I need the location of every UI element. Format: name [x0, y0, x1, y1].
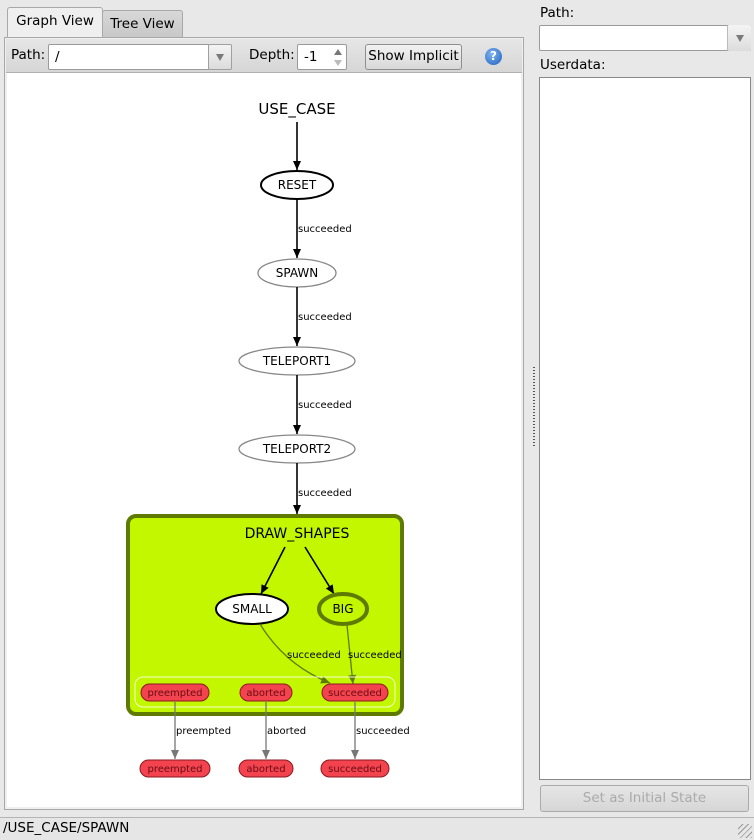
outcome-label: preempted [147, 764, 202, 775]
transition-label: succeeded [298, 488, 352, 499]
graph-toolbar: Path: / Depth: -1 Show Implicit ? [6, 39, 522, 73]
status-text: /USE_CASE/SPAWN [3, 820, 130, 836]
state-node-small [215, 593, 289, 625]
outcome-aborted [238, 759, 294, 778]
userdata-text-area[interactable] [539, 77, 751, 780]
inner-outcome-label: preempted [147, 688, 202, 699]
show-implicit-button[interactable]: Show Implicit [365, 44, 462, 70]
path-input-value: / [55, 49, 60, 65]
state-label-small: SMALL [232, 602, 272, 616]
set-initial-state-button[interactable]: Set as Initial State [540, 785, 749, 812]
transition-label: succeeded [348, 650, 402, 661]
splitter-handle[interactable] [531, 367, 537, 447]
transition-label: succeeded [287, 650, 341, 661]
spin-up-icon[interactable] [334, 49, 342, 55]
inner-outcome-preempted [140, 683, 210, 702]
side-path-label: Path: [540, 5, 575, 21]
spin-down-icon[interactable] [334, 60, 342, 66]
state-label-big: BIG [332, 602, 353, 616]
inner-outcome-succeeded [321, 683, 389, 702]
inner-outcome-label: aborted [246, 688, 285, 699]
depth-spinbox[interactable]: -1 [297, 44, 347, 70]
path-input[interactable]: / [48, 44, 210, 70]
transition-label: succeeded [298, 312, 352, 323]
chevron-down-icon [735, 35, 744, 42]
status-bar: /USE_CASE/SPAWN [0, 817, 754, 840]
outcomes-group [134, 676, 396, 708]
edge-big-succeeded [346, 624, 357, 685]
depth-label: Depth: [249, 47, 295, 63]
tab-graph-view-label: Graph View [16, 13, 94, 29]
outcome-preempted [139, 759, 211, 778]
outcome-label: succeeded [328, 764, 382, 775]
inner-outcome-label: succeeded [328, 688, 382, 699]
set-initial-state-label: Set as Initial State [582, 790, 707, 806]
outcome-succeeded [320, 759, 390, 778]
userdata-label: Userdata: [540, 57, 606, 73]
graph-view-panel: Path: / Depth: -1 Show Implicit ? USE_CA… [4, 37, 524, 810]
tab-tree-view-label: Tree View [110, 16, 175, 32]
transition-label: succeeded [356, 726, 410, 737]
side-path-combobox[interactable] [539, 25, 751, 51]
transition-label: succeeded [298, 400, 352, 411]
edge-to-small [260, 546, 286, 595]
chevron-down-icon [216, 54, 224, 61]
state-label-reset: RESET [278, 178, 317, 192]
path-dropdown-button[interactable] [208, 44, 232, 70]
depth-value: -1 [304, 49, 318, 65]
state-label-teleport1: TELEPORT1 [262, 354, 331, 368]
show-implicit-label: Show Implicit [368, 48, 459, 64]
outcome-label: aborted [246, 764, 285, 775]
container-label: DRAW_SHAPES [245, 526, 350, 542]
resize-grip-icon[interactable] [738, 824, 752, 838]
transition-label: succeeded [298, 224, 352, 235]
root-state-label: USE_CASE [258, 100, 335, 119]
state-label-spawn: SPAWN [276, 266, 318, 280]
edge-small-succeeded [259, 623, 331, 684]
inner-outcome-aborted [239, 683, 293, 702]
state-label-teleport2: TELEPORT2 [262, 442, 331, 456]
help-icon[interactable]: ? [485, 48, 502, 65]
edge-to-big [304, 546, 335, 595]
tab-graph-view[interactable]: Graph View [7, 7, 103, 37]
side-path-dropdown-button[interactable] [727, 25, 751, 51]
tab-tree-view[interactable]: Tree View [102, 10, 183, 37]
state-node-big [317, 592, 369, 626]
transition-label: preempted [176, 726, 231, 737]
path-label: Path: [11, 47, 46, 63]
transition-label: aborted [267, 726, 306, 737]
